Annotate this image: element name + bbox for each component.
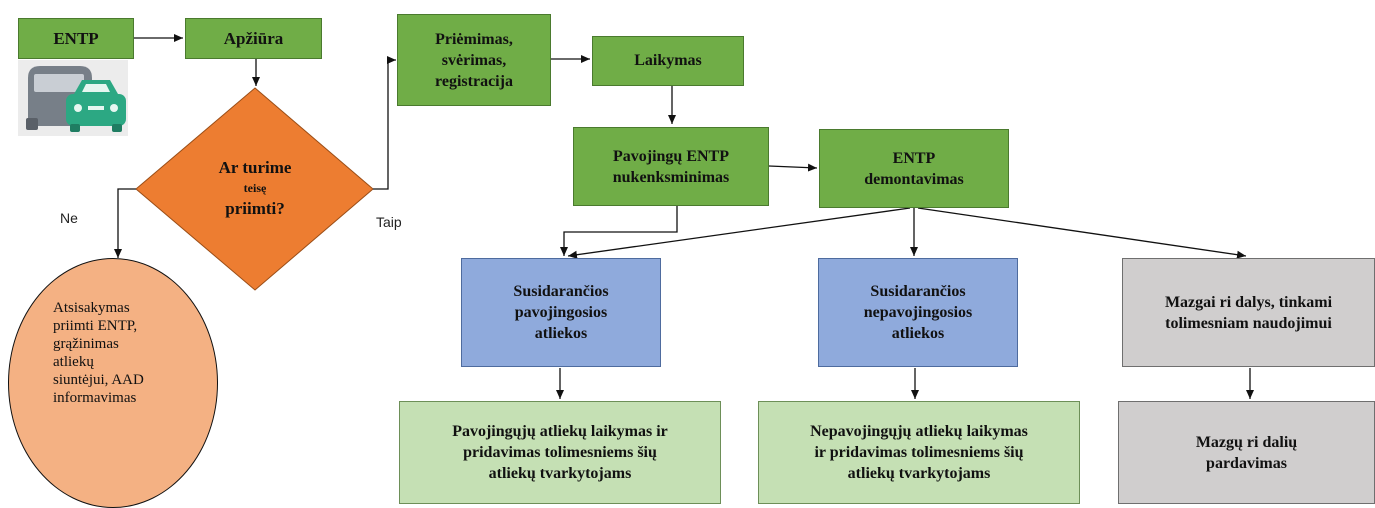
connectors: [114, 34, 1254, 399]
no-label: Ne: [60, 210, 78, 226]
atsisakymas-oval: Atsisakymas priimti ENTP, grąžinimas atl…: [8, 258, 218, 508]
decision-line-2: teisę: [243, 181, 267, 195]
decision-line-1: Ar turime: [218, 158, 292, 177]
nepavojingu-laikymas-box: Nepavojingųjų atliekų laikymas ir pridav…: [758, 401, 1080, 504]
mazgai-dalys-box: Mazgai ri dalys, tinkami tolimesniam nau…: [1122, 258, 1375, 367]
pavojingu-nukenksminimas-box: Pavojingų ENTP nukenksminimas: [573, 127, 769, 206]
mazgu-pardavimas-box: Mazgų ri dalių pardavimas: [1118, 401, 1375, 504]
nepavojingosios-atliekos-box: Susidarančios nepavojingosios atliekos: [818, 258, 1018, 367]
entp-box: ENTP: [18, 18, 134, 59]
pavojingosios-atliekos-box: Susidarančios pavojingosios atliekos: [461, 258, 661, 367]
decision-line-3: priimti?: [225, 199, 285, 218]
priemimas-box: Priėmimas, svėrimas, registracija: [397, 14, 551, 106]
decision-diamond: [135, 87, 374, 291]
decision-text: Ar turime teisę priimti?: [175, 158, 335, 219]
vehicles-icon: [18, 60, 128, 136]
entp-demontavimas-box: ENTP demontavimas: [819, 129, 1009, 208]
yes-label: Taip: [376, 214, 402, 230]
pavojingu-laikymas-box: Pavojingųjų atliekų laikymas ir pridavim…: [399, 401, 721, 504]
laikymas-box: Laikymas: [592, 36, 744, 86]
apziura-box: Apžiūra: [185, 18, 322, 59]
